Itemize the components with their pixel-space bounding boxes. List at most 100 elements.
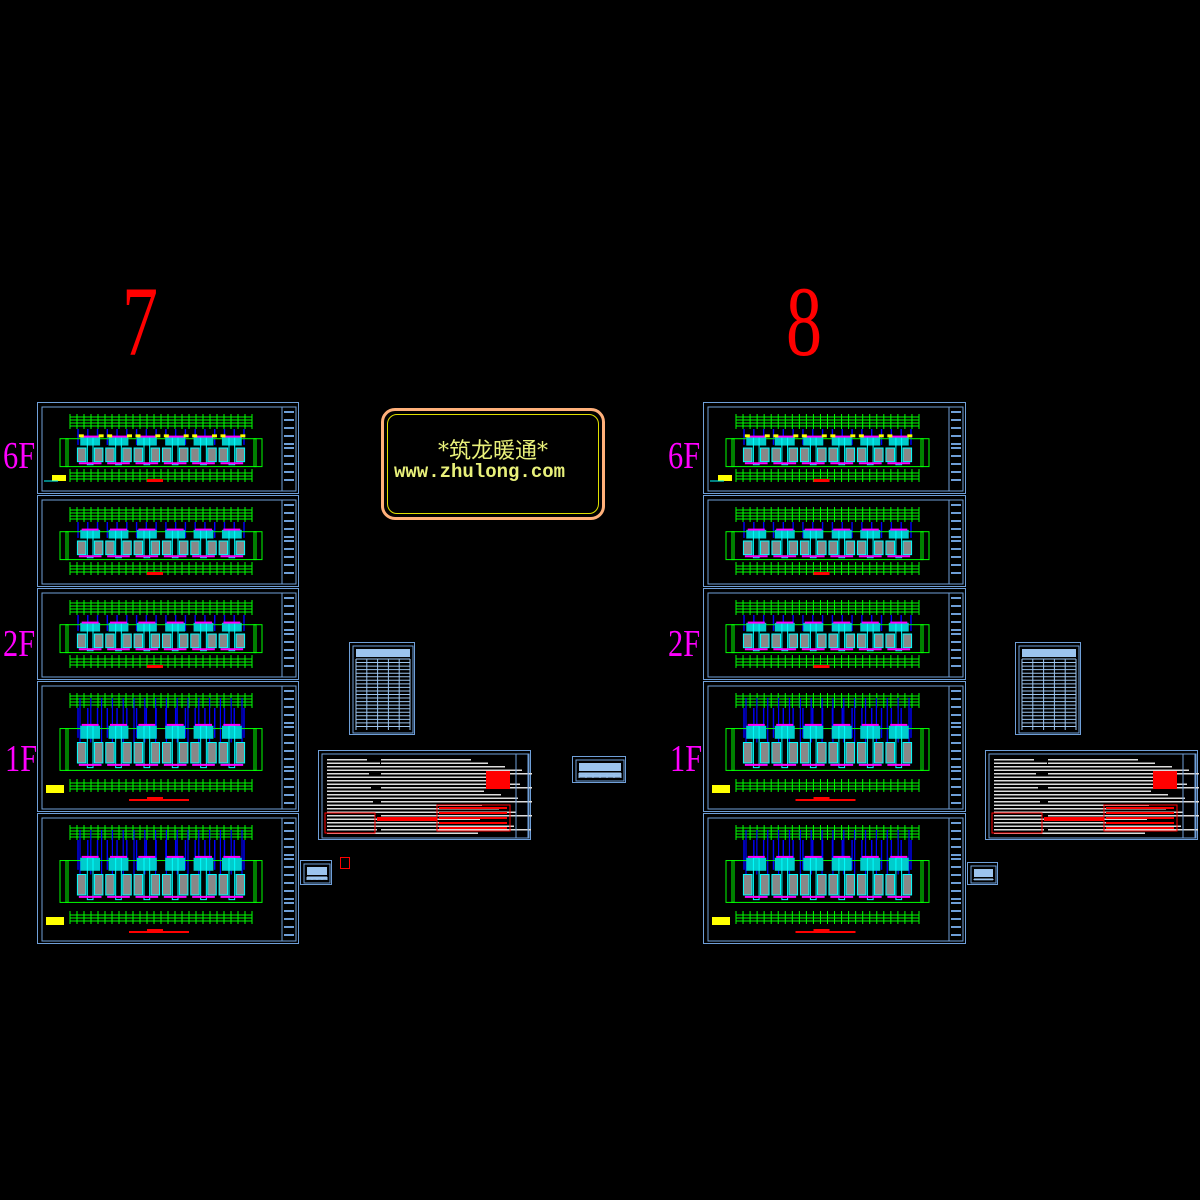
title-block-text <box>951 427 961 429</box>
title-block-text <box>951 874 961 876</box>
drawing-sheet[interactable] <box>37 813 299 944</box>
cyan-block <box>193 857 214 871</box>
schedule-table[interactable] <box>1015 642 1081 735</box>
title-block-text <box>951 830 961 832</box>
room <box>874 447 884 463</box>
magenta-pipe <box>192 462 215 465</box>
room <box>76 742 87 764</box>
magenta-pipe <box>833 528 851 531</box>
table-header <box>579 763 621 771</box>
magenta-pipe <box>138 621 156 624</box>
magenta-pipe <box>220 555 244 558</box>
room <box>742 540 753 556</box>
title-block-text <box>951 411 961 413</box>
magenta-pipe <box>773 462 797 465</box>
cyan-block <box>108 529 129 539</box>
drawing-sheet[interactable] <box>703 402 966 494</box>
yellow-mark <box>240 434 246 438</box>
drawing-sheet[interactable] <box>703 495 966 587</box>
magenta-pipe <box>887 462 911 465</box>
drawing-sheet[interactable] <box>37 495 299 587</box>
yellow-mark <box>773 434 779 438</box>
note-text <box>994 808 1066 810</box>
table-frame <box>321 753 530 839</box>
note-text <box>381 787 532 789</box>
magenta-pipe <box>138 435 156 438</box>
title-block-text <box>284 898 294 900</box>
red-caption <box>813 572 830 575</box>
floor-label-6f-right: 6F <box>668 435 701 477</box>
magenta-pipe <box>747 528 765 531</box>
drawing-sheet[interactable] <box>37 402 299 494</box>
title-block-text <box>951 882 961 884</box>
yellow-mark <box>78 434 84 438</box>
magenta-pipe <box>776 435 794 438</box>
cyan-block <box>165 857 186 871</box>
cyan-block <box>108 436 129 446</box>
schedule-table[interactable] <box>967 862 998 885</box>
end-wall <box>725 624 735 654</box>
title-block-text <box>951 479 961 481</box>
cyan-block <box>108 725 129 739</box>
yellow-mark <box>107 434 113 438</box>
title-block-text <box>951 766 961 768</box>
drawing-sheet[interactable] <box>37 588 299 680</box>
title-block-text <box>284 854 294 856</box>
magenta-pipe <box>135 462 159 465</box>
yellow-mark <box>163 434 169 438</box>
room <box>190 874 200 896</box>
schedule-table[interactable] <box>349 642 415 735</box>
cyan-block <box>774 725 795 739</box>
floor-plan <box>46 693 263 801</box>
title-block-text <box>284 698 294 700</box>
magenta-pipe <box>163 895 187 898</box>
room <box>122 742 132 764</box>
red-row <box>439 817 507 819</box>
drawing-sheet[interactable] <box>703 813 966 944</box>
note-text <box>381 790 484 792</box>
notes-sheet[interactable] <box>985 750 1199 840</box>
yellow-mark <box>821 434 827 438</box>
title-block-text <box>284 447 294 449</box>
title-block-text <box>951 934 961 936</box>
room <box>828 633 838 649</box>
room <box>885 633 895 649</box>
room <box>105 447 115 463</box>
red-caption <box>813 479 830 482</box>
title-block-text <box>951 722 961 724</box>
schedule-table[interactable] <box>300 860 332 885</box>
title-block-text <box>284 443 294 445</box>
room <box>105 874 115 896</box>
title-block-text <box>284 657 294 659</box>
title-block <box>1182 753 1196 839</box>
title-block-text <box>284 605 294 607</box>
drawing-sheet[interactable] <box>37 681 299 812</box>
magenta-pipe <box>858 763 882 766</box>
end-wall <box>59 860 69 903</box>
schedule-table[interactable] <box>572 756 626 783</box>
room <box>190 742 200 764</box>
magenta-pipe <box>890 723 908 726</box>
title-block-text <box>951 866 961 868</box>
title-block-text <box>951 605 961 607</box>
notes-sheet[interactable] <box>318 750 532 840</box>
magenta-pipe <box>78 648 102 651</box>
logo-title: *筑龙暖通* <box>437 439 548 464</box>
red-row <box>439 807 507 809</box>
room <box>150 742 161 764</box>
title-block-text <box>284 846 294 848</box>
title-block-text <box>284 726 294 728</box>
note-text <box>994 829 1044 831</box>
drawing-sheet[interactable] <box>703 588 966 680</box>
cyan-block <box>136 857 157 871</box>
drawing-sheet[interactable] <box>703 681 966 812</box>
note-text <box>381 825 514 827</box>
room <box>788 742 799 764</box>
cyan-block <box>888 622 909 632</box>
table-frame <box>575 759 625 782</box>
title-block-text <box>951 447 961 449</box>
logo-inner-frame <box>387 414 599 514</box>
floor-label-6f-left: 6F <box>3 435 36 477</box>
table-frame <box>352 645 414 734</box>
cyan-block <box>831 436 852 446</box>
